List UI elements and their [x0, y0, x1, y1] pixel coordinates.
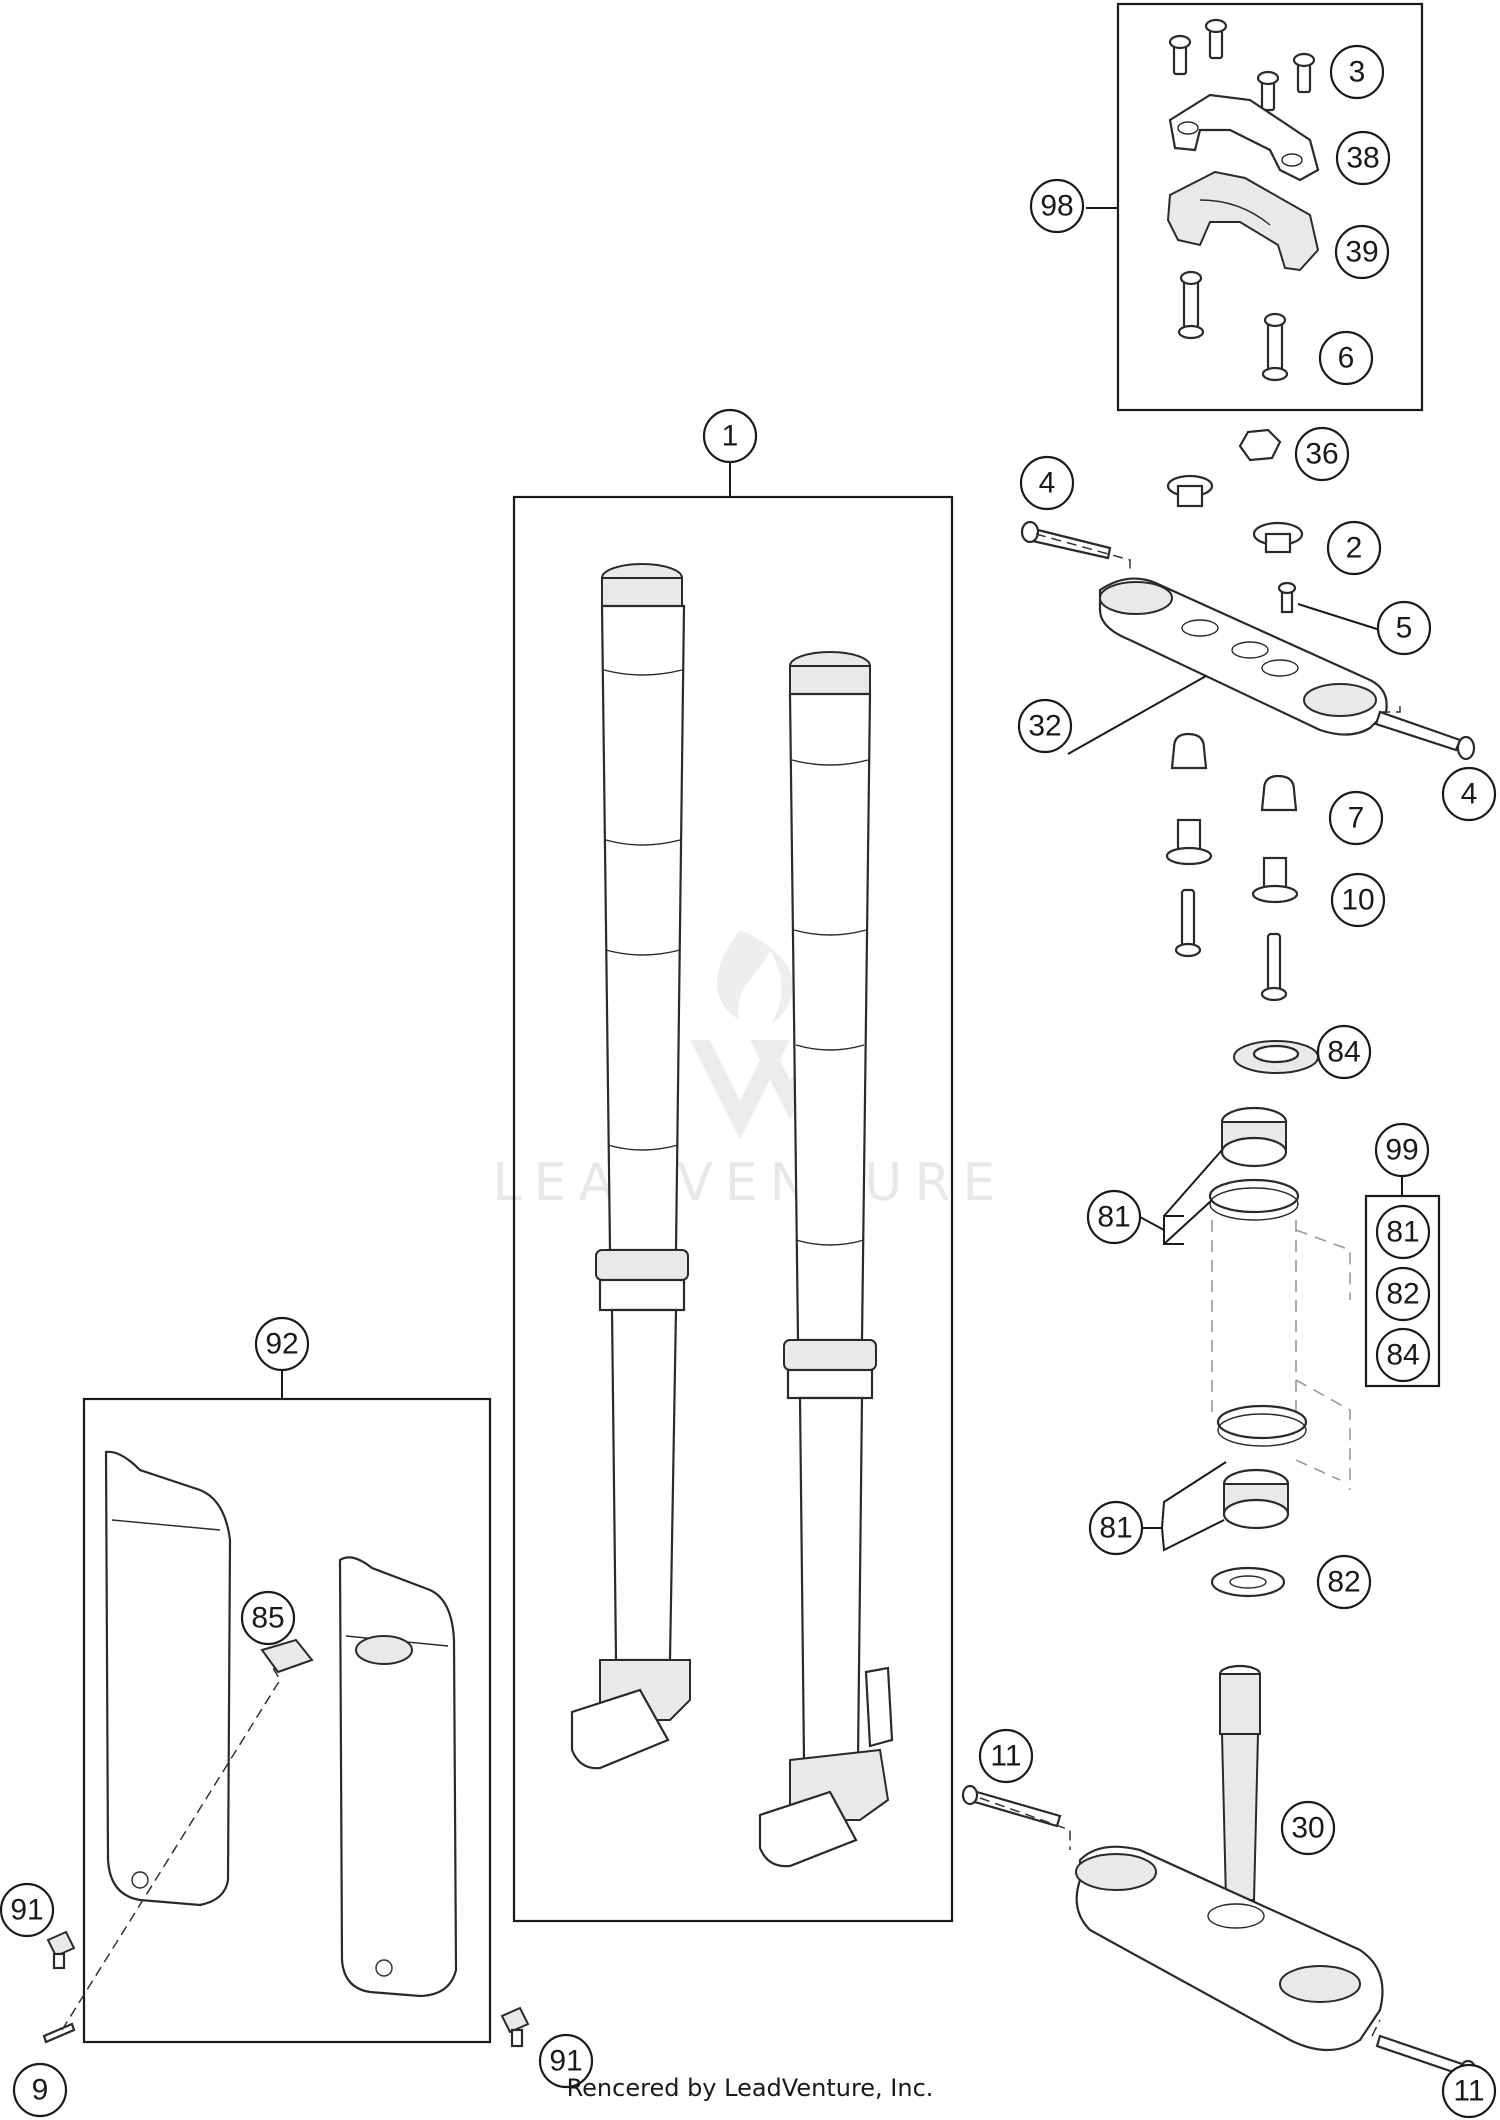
- svg-text:4: 4: [1461, 778, 1478, 811]
- svg-text:4: 4: [1039, 467, 1056, 500]
- handlebar-clamp-parts: [1166, 18, 1320, 382]
- svg-text:84: 84: [1386, 1339, 1419, 1372]
- callout-30[interactable]: 30: [1280, 1800, 1336, 1856]
- svg-text:92: 92: [265, 1328, 298, 1361]
- steering-bearing-parts: [1208, 1040, 1351, 1598]
- svg-text:7: 7: [1348, 802, 1365, 835]
- callout-2[interactable]: 2: [1326, 520, 1382, 576]
- callout-4-right[interactable]: 4: [1441, 766, 1497, 822]
- callout-99[interactable]: 99: [1374, 1122, 1430, 1178]
- callout-84-kit[interactable]: 84: [1375, 1327, 1431, 1383]
- front-fork-legs: [570, 563, 894, 1868]
- callout-98[interactable]: 98: [1029, 178, 1085, 234]
- svg-text:6: 6: [1338, 342, 1355, 375]
- callout-1[interactable]: 1: [702, 408, 758, 464]
- svg-text:82: 82: [1386, 1278, 1419, 1311]
- callout-81-lower[interactable]: 81: [1088, 1500, 1144, 1556]
- svg-text:81: 81: [1097, 1201, 1130, 1234]
- svg-text:84: 84: [1327, 1036, 1360, 1069]
- svg-text:11: 11: [1453, 2075, 1484, 2108]
- svg-text:3: 3: [1349, 56, 1366, 89]
- svg-text:91: 91: [549, 2045, 582, 2078]
- callout-82-lower[interactable]: 82: [1316, 1554, 1372, 1610]
- callout-32[interactable]: 32: [1017, 698, 1073, 754]
- callout-85[interactable]: 85: [240, 1590, 296, 1646]
- callout-11-left[interactable]: 11: [978, 1728, 1034, 1784]
- leader-lines: [61, 207, 1403, 2037]
- svg-text:85: 85: [251, 1602, 284, 1635]
- svg-text:82: 82: [1327, 1566, 1360, 1599]
- fork-protector-parts: [42, 1450, 530, 2048]
- callout-91-right[interactable]: 91: [538, 2033, 594, 2089]
- svg-text:2: 2: [1346, 532, 1363, 565]
- svg-text:1: 1: [722, 420, 739, 453]
- svg-text:11: 11: [990, 1740, 1021, 1773]
- leadventure-watermark: LEADVENTURE: [493, 930, 1008, 1213]
- callout-92[interactable]: 92: [254, 1316, 310, 1372]
- lower-triple-clamp-parts: [961, 1664, 1478, 2085]
- callout-10[interactable]: 10: [1330, 872, 1386, 928]
- callout-6[interactable]: 6: [1318, 330, 1374, 386]
- callout-39[interactable]: 39: [1334, 224, 1390, 280]
- svg-text:5: 5: [1396, 612, 1413, 645]
- callout-91-left[interactable]: 91: [0, 1882, 55, 1938]
- watermark-text: LEADVENTURE: [493, 1153, 1008, 1213]
- callout-5[interactable]: 5: [1376, 600, 1432, 656]
- callout-82-kit[interactable]: 82: [1375, 1266, 1431, 1322]
- svg-text:38: 38: [1346, 142, 1379, 175]
- svg-text:91: 91: [10, 1894, 43, 1927]
- screw-3-group: [1168, 18, 1316, 112]
- svg-text:36: 36: [1305, 438, 1338, 471]
- callout-11-right[interactable]: 11: [1441, 2063, 1497, 2119]
- svg-text:81: 81: [1386, 1216, 1419, 1249]
- render-credit: Rencered by LeadVenture, Inc.: [0, 2074, 1500, 2102]
- callout-3[interactable]: 3: [1329, 44, 1385, 100]
- upper-triple-clamp-parts: [1020, 428, 1476, 1002]
- svg-text:81: 81: [1099, 1512, 1132, 1545]
- svg-text:30: 30: [1291, 1812, 1324, 1845]
- render-credit-text: Rencered by LeadVenture, Inc.: [566, 2074, 934, 2102]
- callout-81-kit[interactable]: 81: [1375, 1204, 1431, 1260]
- svg-text:32: 32: [1028, 710, 1061, 743]
- svg-text:39: 39: [1345, 236, 1378, 269]
- svg-text:10: 10: [1341, 884, 1374, 917]
- callout-84-top[interactable]: 84: [1316, 1024, 1372, 1080]
- fork-assembly-box: [512, 495, 954, 1923]
- svg-text:99: 99: [1385, 1134, 1418, 1167]
- callout-81-upper[interactable]: 81: [1086, 1189, 1142, 1245]
- callout-4-top[interactable]: 4: [1019, 455, 1075, 511]
- callout-38[interactable]: 38: [1335, 130, 1391, 186]
- svg-text:9: 9: [32, 2074, 49, 2107]
- callout-36[interactable]: 36: [1294, 426, 1350, 482]
- callout-7[interactable]: 7: [1328, 790, 1384, 846]
- callout-9[interactable]: 9: [12, 2062, 68, 2118]
- fork-protector-box: [82, 1397, 492, 2044]
- svg-text:98: 98: [1040, 190, 1073, 223]
